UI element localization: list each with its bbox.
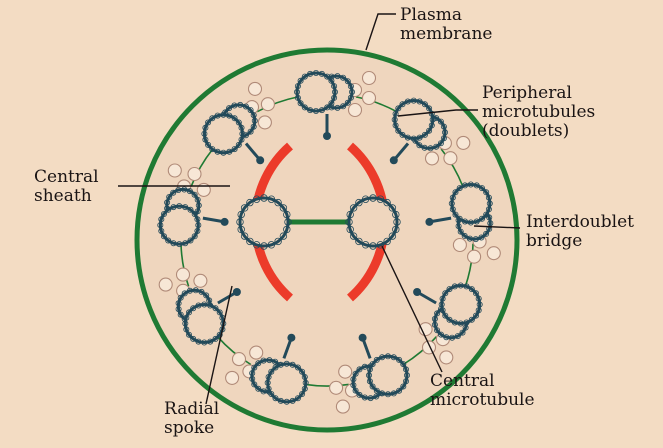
dynein-arm	[363, 72, 376, 85]
spoke-head	[221, 218, 229, 226]
spoke-head	[390, 156, 398, 164]
spoke-head	[287, 334, 295, 342]
spoke-head	[359, 334, 367, 342]
dynein-arm	[250, 346, 263, 359]
dynein-arm	[177, 268, 190, 281]
dynein-arm	[468, 250, 481, 263]
dynein-arm	[159, 278, 172, 291]
label-peripheral-microtubules: Peripheral microtubules (doublets)	[482, 84, 595, 141]
dynein-arm	[330, 381, 343, 394]
dynein-arm	[258, 116, 271, 129]
dynein-arm	[226, 371, 239, 384]
dynein-arm	[363, 92, 376, 105]
label-central-microtubule: Central microtubule	[430, 372, 535, 410]
dynein-arm	[168, 164, 181, 177]
leader-plasma-membrane	[366, 14, 396, 50]
label-central-sheath: Central sheath	[34, 168, 99, 206]
dynein-arm	[349, 104, 362, 117]
label-interdoublet-bridge: Interdoublet bridge	[526, 213, 634, 251]
dynein-arm	[487, 247, 500, 260]
dynein-arm	[194, 274, 207, 287]
dynein-arm	[423, 341, 436, 354]
spoke-head	[256, 156, 264, 164]
dynein-arm	[336, 400, 349, 413]
spoke-head	[323, 132, 331, 140]
label-plasma-membrane: Plasma membrane	[400, 6, 492, 44]
dynein-arm	[440, 351, 453, 364]
dynein-arm	[444, 152, 457, 165]
spoke-head	[233, 288, 241, 296]
dynein-arm	[261, 98, 274, 111]
label-radial-spoke: Radial spoke	[164, 400, 219, 438]
dynein-arm	[249, 82, 262, 95]
dynein-arm	[457, 136, 470, 149]
dynein-arm	[426, 152, 439, 165]
dynein-arm	[188, 168, 201, 181]
spoke-head	[413, 288, 421, 296]
spoke-head	[425, 218, 433, 226]
dynein-arm	[233, 353, 246, 366]
dynein-arm	[453, 239, 466, 252]
dynein-arm	[339, 365, 352, 378]
